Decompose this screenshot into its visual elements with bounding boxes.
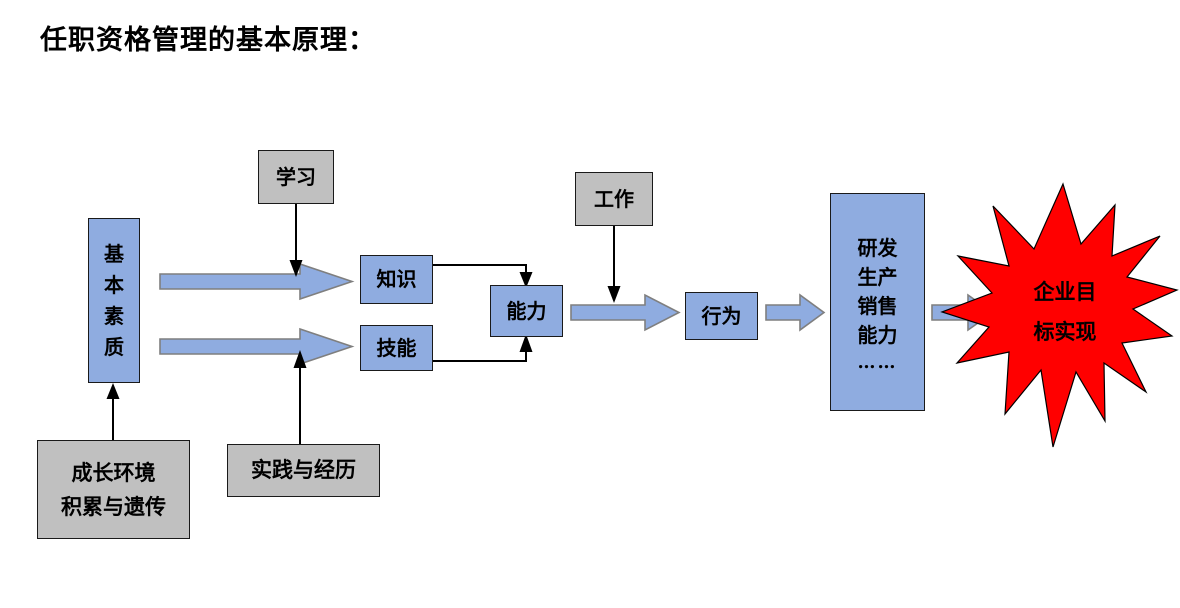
node-ability[interactable]: 能力 (490, 285, 563, 337)
node-basic-quality-char-2: 素 (104, 303, 124, 328)
node-basic-quality-char-0: 基 (104, 241, 124, 266)
node-growth-environment-line-0: 成长环境 (71, 459, 156, 485)
node-practice-experience[interactable]: 实践与经历 (227, 444, 380, 497)
block-arrow-basic-to-skill (159, 327, 355, 366)
block-arrow-ability-to-behavior (570, 293, 681, 332)
node-capabilities-ellipsis: …… (857, 351, 898, 373)
node-capabilities-line-2: 销售 (857, 293, 898, 318)
node-basic-quality-char-3: 质 (104, 334, 124, 359)
block-arrow-basic-to-knowledge (159, 262, 355, 301)
node-knowledge[interactable]: 知识 (360, 255, 433, 304)
node-skill[interactable]: 技能 (360, 325, 433, 371)
node-growth-environment[interactable]: 成长环境 积累与遗传 (37, 440, 190, 539)
node-growth-environment-line-1: 积累与遗传 (61, 493, 166, 519)
node-capabilities-line-1: 生产 (857, 264, 898, 289)
connector-practice-up (293, 350, 307, 444)
node-capabilities-line-0: 研发 (857, 235, 898, 260)
node-capabilities[interactable]: 研发 生产 销售 能力 …… (830, 193, 925, 411)
explosion-star-goal (940, 182, 1179, 448)
page-title: 任职资格管理的基本原理： (40, 25, 376, 56)
block-arrow-behavior-to-capabilities (765, 293, 826, 332)
connector-study-down (289, 204, 303, 277)
node-work[interactable]: 工作 (575, 172, 653, 226)
connector-work-down (607, 226, 621, 303)
node-behavior[interactable]: 行为 (685, 292, 758, 340)
node-capabilities-line-3: 能力 (857, 322, 898, 347)
node-basic-quality-char-1: 本 (104, 272, 124, 297)
connector-knowledge-to-ability (433, 264, 533, 288)
connector-growth-to-basic (106, 383, 120, 440)
connector-skill-to-ability (433, 334, 533, 362)
node-basic-quality[interactable]: 基 本 素 质 (88, 218, 140, 383)
node-study[interactable]: 学习 (258, 150, 334, 204)
